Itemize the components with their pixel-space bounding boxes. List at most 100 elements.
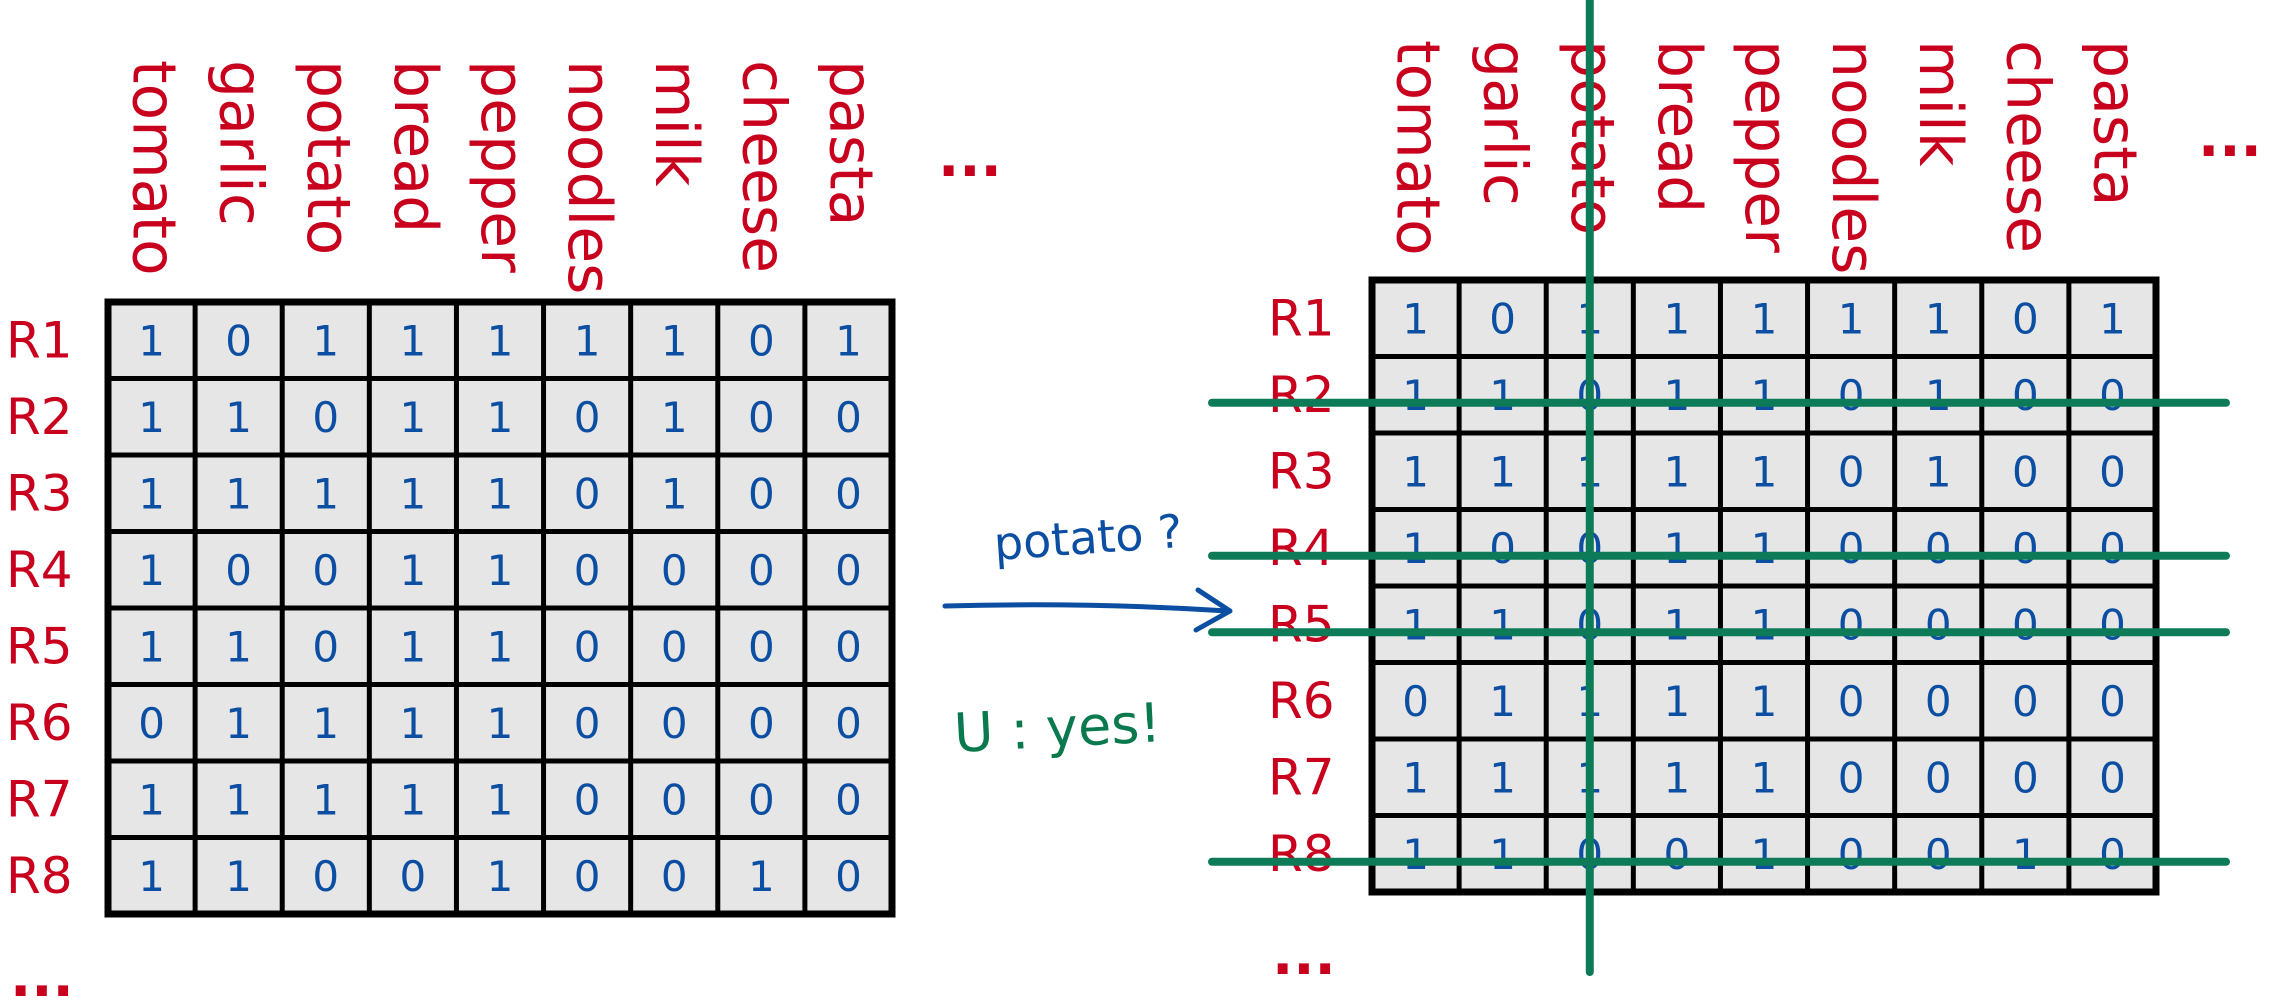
right-cell-R1-garlic: 0 — [1489, 294, 1516, 343]
right-cell-R8-milk: 0 — [1925, 830, 1952, 879]
right-cell-R8-tomato: 1 — [1402, 830, 1429, 879]
left-column-label-milk: milk — [641, 60, 711, 187]
right-cell-R8-pepper: 1 — [1751, 830, 1778, 879]
right-cell-R6-garlic: 1 — [1489, 677, 1516, 726]
left-column-label-tomato: tomato — [119, 60, 189, 276]
right-column-label-pasta: pasta — [2079, 40, 2149, 206]
right-cell-R6-bread: 1 — [1664, 677, 1691, 726]
left-cell-R5-pasta: 0 — [835, 622, 862, 671]
left-cell-R8-potato: 0 — [312, 852, 339, 901]
left-cell-R3-pasta: 0 — [835, 469, 862, 518]
left-cell-R5-milk: 0 — [661, 622, 688, 671]
left-column-label-pasta: pasta — [815, 60, 885, 226]
left-row-label-R8: R8 — [6, 847, 73, 905]
left-cell-R1-pasta: 1 — [835, 316, 862, 365]
left-column-label-bread: bread — [380, 60, 450, 233]
left-cell-R4-cheese: 0 — [748, 546, 775, 595]
right-cell-R5-garlic: 1 — [1489, 600, 1516, 649]
left-cell-R2-pepper: 1 — [487, 393, 514, 442]
right-cell-R2-tomato: 1 — [1402, 371, 1429, 420]
left-cell-R4-garlic: 0 — [225, 546, 252, 595]
right-cell-R7-milk: 0 — [1925, 753, 1952, 802]
left-cell-R1-cheese: 0 — [748, 316, 775, 365]
right-cell-R3-garlic: 1 — [1489, 447, 1516, 496]
right-cell-R1-bread: 1 — [1664, 294, 1691, 343]
left-cell-R6-bread: 1 — [400, 699, 427, 748]
left-cell-R3-pepper: 1 — [487, 469, 514, 518]
left-cell-R2-noodles: 0 — [574, 393, 601, 442]
left-cell-R8-cheese: 1 — [748, 852, 775, 901]
left-cell-R5-pepper: 1 — [487, 622, 514, 671]
right-cell-R8-bread: 0 — [1664, 830, 1691, 879]
filtered-matrix-panel: tomatogarlicpotatobreadpeppernoodlesmilk… — [1208, 0, 2262, 988]
right-cell-R6-noodles: 0 — [1838, 677, 1865, 726]
left-cell-R1-noodles: 1 — [574, 316, 601, 365]
right-cell-R5-pasta: 0 — [2099, 600, 2126, 649]
right-row-label-R4: R4 — [1268, 519, 1335, 577]
right-cell-R2-noodles: 0 — [1838, 371, 1865, 420]
right-cell-R1-tomato: 1 — [1402, 294, 1429, 343]
right-cell-R8-garlic: 1 — [1489, 830, 1516, 879]
right-cell-R2-cheese: 0 — [2012, 371, 2039, 420]
right-row-label-R1: R1 — [1268, 289, 1335, 347]
left-cell-R5-noodles: 0 — [574, 622, 601, 671]
left-row-label-R6: R6 — [6, 694, 73, 752]
left-cell-R7-noodles: 0 — [574, 775, 601, 824]
left-cell-R2-garlic: 1 — [225, 393, 252, 442]
right-cell-R5-noodles: 0 — [1838, 600, 1865, 649]
right-cell-R3-pasta: 0 — [2099, 447, 2126, 496]
right-cell-R3-milk: 1 — [1925, 447, 1952, 496]
left-column-label-pepper: pepper — [467, 60, 537, 273]
left-cell-R2-pasta: 0 — [835, 393, 862, 442]
right-cell-R6-pepper: 1 — [1751, 677, 1778, 726]
right-cell-R6-tomato: 0 — [1402, 677, 1429, 726]
left-cell-R2-cheese: 0 — [748, 393, 775, 442]
right-cell-R3-noodles: 0 — [1838, 447, 1865, 496]
left-cell-R4-pepper: 1 — [487, 546, 514, 595]
right-row-label-R6: R6 — [1268, 672, 1335, 730]
left-row-label-R5: R5 — [6, 617, 73, 675]
right-cell-R5-cheese: 0 — [2012, 600, 2039, 649]
left-cell-R1-pepper: 1 — [487, 316, 514, 365]
right-cell-R3-bread: 1 — [1664, 447, 1691, 496]
right-cell-R7-cheese: 0 — [2012, 753, 2039, 802]
right-column-label-bread: bread — [1644, 40, 1714, 213]
left-cell-R6-potato: 1 — [312, 699, 339, 748]
right-cell-R4-noodles: 0 — [1838, 524, 1865, 573]
left-cell-R1-bread: 1 — [400, 316, 427, 365]
left-cell-R1-milk: 1 — [661, 316, 688, 365]
left-cell-R8-tomato: 1 — [138, 852, 165, 901]
right-cell-R2-bread: 1 — [1664, 371, 1691, 420]
right-cell-R4-pepper: 1 — [1751, 524, 1778, 573]
right-column-ellipsis: ... — [2198, 105, 2262, 170]
left-cell-R4-tomato: 1 — [138, 546, 165, 595]
left-column-label-potato: potato — [293, 60, 363, 255]
left-cell-R5-garlic: 1 — [225, 622, 252, 671]
left-row-label-R7: R7 — [6, 770, 73, 828]
right-cell-R4-milk: 0 — [1925, 524, 1952, 573]
right-cell-R7-garlic: 1 — [1489, 753, 1516, 802]
left-cell-R8-pepper: 1 — [487, 852, 514, 901]
left-cell-R5-tomato: 1 — [138, 622, 165, 671]
right-cell-R6-cheese: 0 — [2012, 677, 2039, 726]
left-cell-R6-pepper: 1 — [487, 699, 514, 748]
left-column-label-noodles: noodles — [554, 60, 624, 294]
left-cell-R8-bread: 0 — [400, 852, 427, 901]
left-cell-R5-bread: 1 — [400, 622, 427, 671]
left-cell-R5-cheese: 0 — [748, 622, 775, 671]
left-cell-R7-garlic: 1 — [225, 775, 252, 824]
right-cell-R2-garlic: 1 — [1489, 371, 1516, 420]
left-cell-R1-garlic: 0 — [225, 316, 252, 365]
right-row-label-R7: R7 — [1268, 748, 1335, 806]
right-cell-R5-pepper: 1 — [1751, 600, 1778, 649]
right-cell-R5-tomato: 1 — [1402, 600, 1429, 649]
right-row-label-R2: R2 — [1268, 366, 1335, 424]
right-cell-R7-tomato: 1 — [1402, 753, 1429, 802]
right-cell-R2-pepper: 1 — [1751, 371, 1778, 420]
right-row-label-R5: R5 — [1268, 595, 1335, 653]
left-cell-R3-milk: 1 — [661, 469, 688, 518]
right-cell-R2-pasta: 0 — [2099, 371, 2126, 420]
right-cell-R1-pepper: 1 — [1751, 294, 1778, 343]
